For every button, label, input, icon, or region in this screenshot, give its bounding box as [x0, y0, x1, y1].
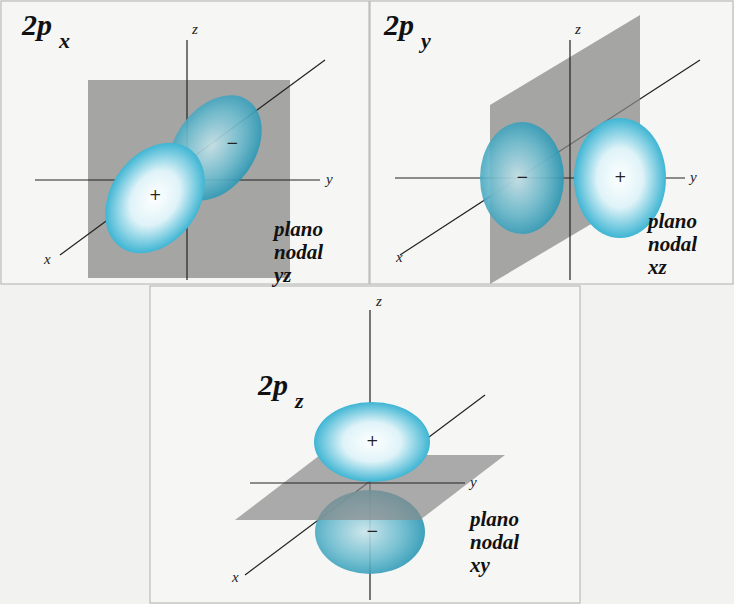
- orbital-subscript: x: [59, 30, 70, 52]
- axis-label: x: [44, 252, 51, 267]
- phase-sign: +: [149, 188, 162, 203]
- orbital-lobe: [85, 124, 226, 273]
- axis-label: z: [575, 22, 581, 37]
- orbital-lobe: [480, 122, 564, 234]
- panel-frame: [150, 286, 580, 603]
- nodal-plane-label: plano nodal yz: [274, 218, 323, 287]
- axis-label: z: [192, 22, 198, 37]
- axis-label: y: [690, 170, 697, 185]
- panel-frame: [370, 1, 733, 284]
- orbital-subscript: y: [421, 30, 431, 52]
- axis-label: y: [326, 172, 333, 187]
- py-orbital: [395, 15, 700, 284]
- phase-sign: −: [516, 170, 529, 185]
- orbital-name: 2p: [384, 10, 414, 40]
- axis-label: x: [396, 250, 403, 265]
- nodal-plane-label: plano nodal xz: [648, 210, 697, 279]
- axis-label: y: [470, 475, 477, 490]
- orbital-name: 2p: [22, 10, 52, 40]
- orbital-name: 2p: [258, 370, 288, 400]
- phase-sign: +: [614, 170, 627, 185]
- axis-label: x: [232, 570, 239, 585]
- orbital-subscript: z: [295, 390, 304, 412]
- phase-sign: −: [226, 136, 239, 151]
- axis-label: z: [376, 294, 382, 309]
- phase-sign: +: [366, 434, 379, 449]
- phase-sign: −: [366, 524, 379, 539]
- orbital-lobe: [314, 402, 430, 482]
- nodal-plane-label: plano nodal xy: [470, 508, 519, 577]
- pz-orbital: [235, 310, 505, 600]
